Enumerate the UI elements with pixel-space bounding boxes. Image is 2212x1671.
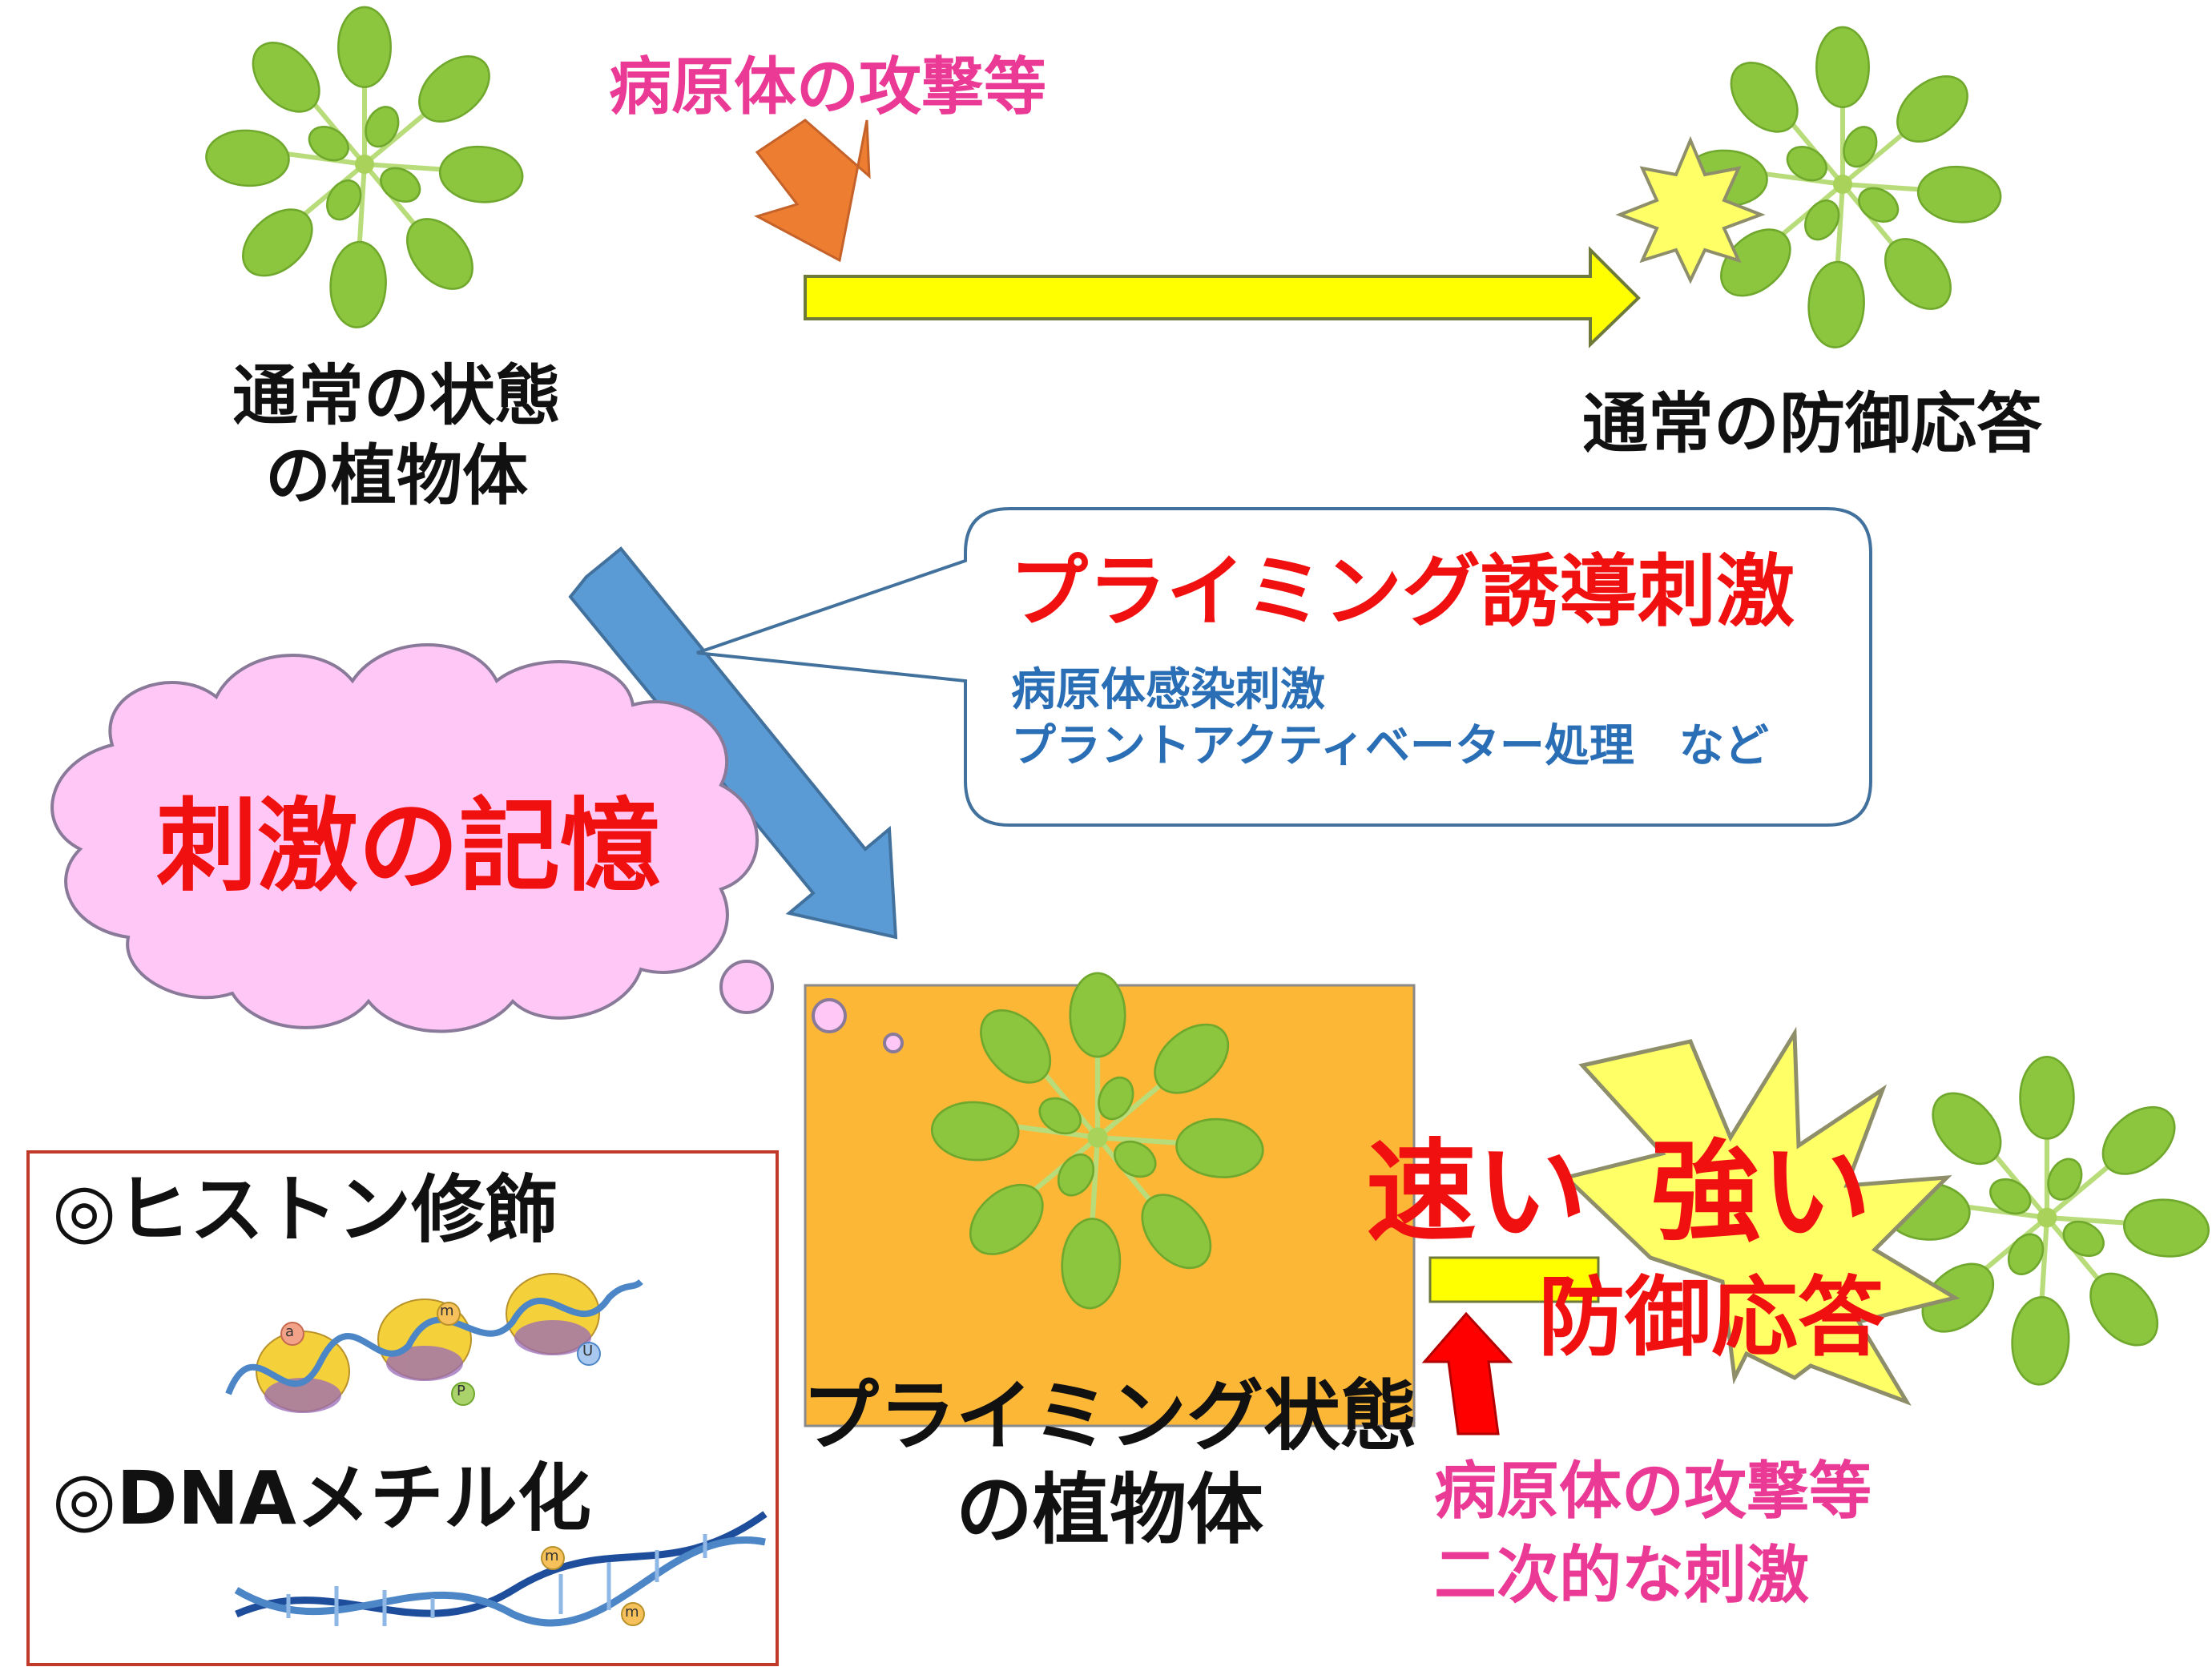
priming-state-label: プライミング状態 の植物体 (773, 1370, 1446, 1557)
memory-cloud-text: 刺激の記憶 (156, 787, 661, 905)
normal-plant-label-line2: の植物体 (264, 438, 528, 515)
strong-response-burst (1561, 1026, 1960, 1406)
priming-state-label-line1: プライミング状態 (802, 1371, 1417, 1461)
priming-state-box (804, 984, 1416, 1427)
normal-plant-label-line1: 通常の状態 (232, 358, 561, 434)
normal-plant-label: 通常の状態 の植物体 (184, 356, 609, 517)
priming-stimulus-callout (696, 507, 1872, 827)
strong-response-label: 強い (1650, 1128, 1872, 1257)
dna-mark-m-1: m (545, 1548, 559, 1564)
dna-helix-icon (234, 1511, 768, 1627)
secondary-stimulus-line1: 病原体の攻撃等 (1434, 1456, 1872, 1528)
dna-mark-m-2: m (625, 1604, 639, 1621)
priming-induction-arrow (568, 546, 898, 940)
nucleosome-icon (225, 1273, 643, 1413)
strong-defense-plant-icon (1884, 1057, 2211, 1386)
priming-stimulus-line2: プラントアクティベーター処理 など (1011, 720, 1769, 772)
priming-state-label-line2: の植物体 (956, 1465, 1263, 1556)
histone-mark-u: U (582, 1343, 594, 1359)
attack-label-top: 病原体の攻撃等 (609, 51, 1047, 123)
histone-modification-label: ◎ヒストン修飾 (52, 1167, 559, 1253)
starburst-icon (1615, 135, 1766, 284)
fast-response-bar (1428, 1256, 1600, 1303)
normal-plant-icon (205, 7, 525, 328)
secondary-stimulus-line2: 二次的な刺激 (1434, 1540, 1810, 1612)
histone-mark-p: P (457, 1383, 465, 1399)
secondary-attack-arrow (1421, 1311, 1513, 1435)
histone-mark-a: a (285, 1323, 295, 1340)
defense-response-label: 防御応答 (1538, 1268, 1885, 1368)
normal-defense-label: 通常の防御応答 (1582, 386, 2043, 462)
attack-arrow (754, 119, 871, 263)
priming-stimulus-line1: 病原体感染刺激 (1011, 664, 1325, 716)
priming-stimulus-title: プライミング誘導刺激 (1009, 546, 1795, 638)
fast-response-label: 速い (1366, 1128, 1588, 1257)
histone-mark-m: m (440, 1303, 454, 1319)
normal-response-arrow (804, 246, 1641, 348)
dna-methylation-label: ◎DNAメチル化 (52, 1456, 591, 1541)
